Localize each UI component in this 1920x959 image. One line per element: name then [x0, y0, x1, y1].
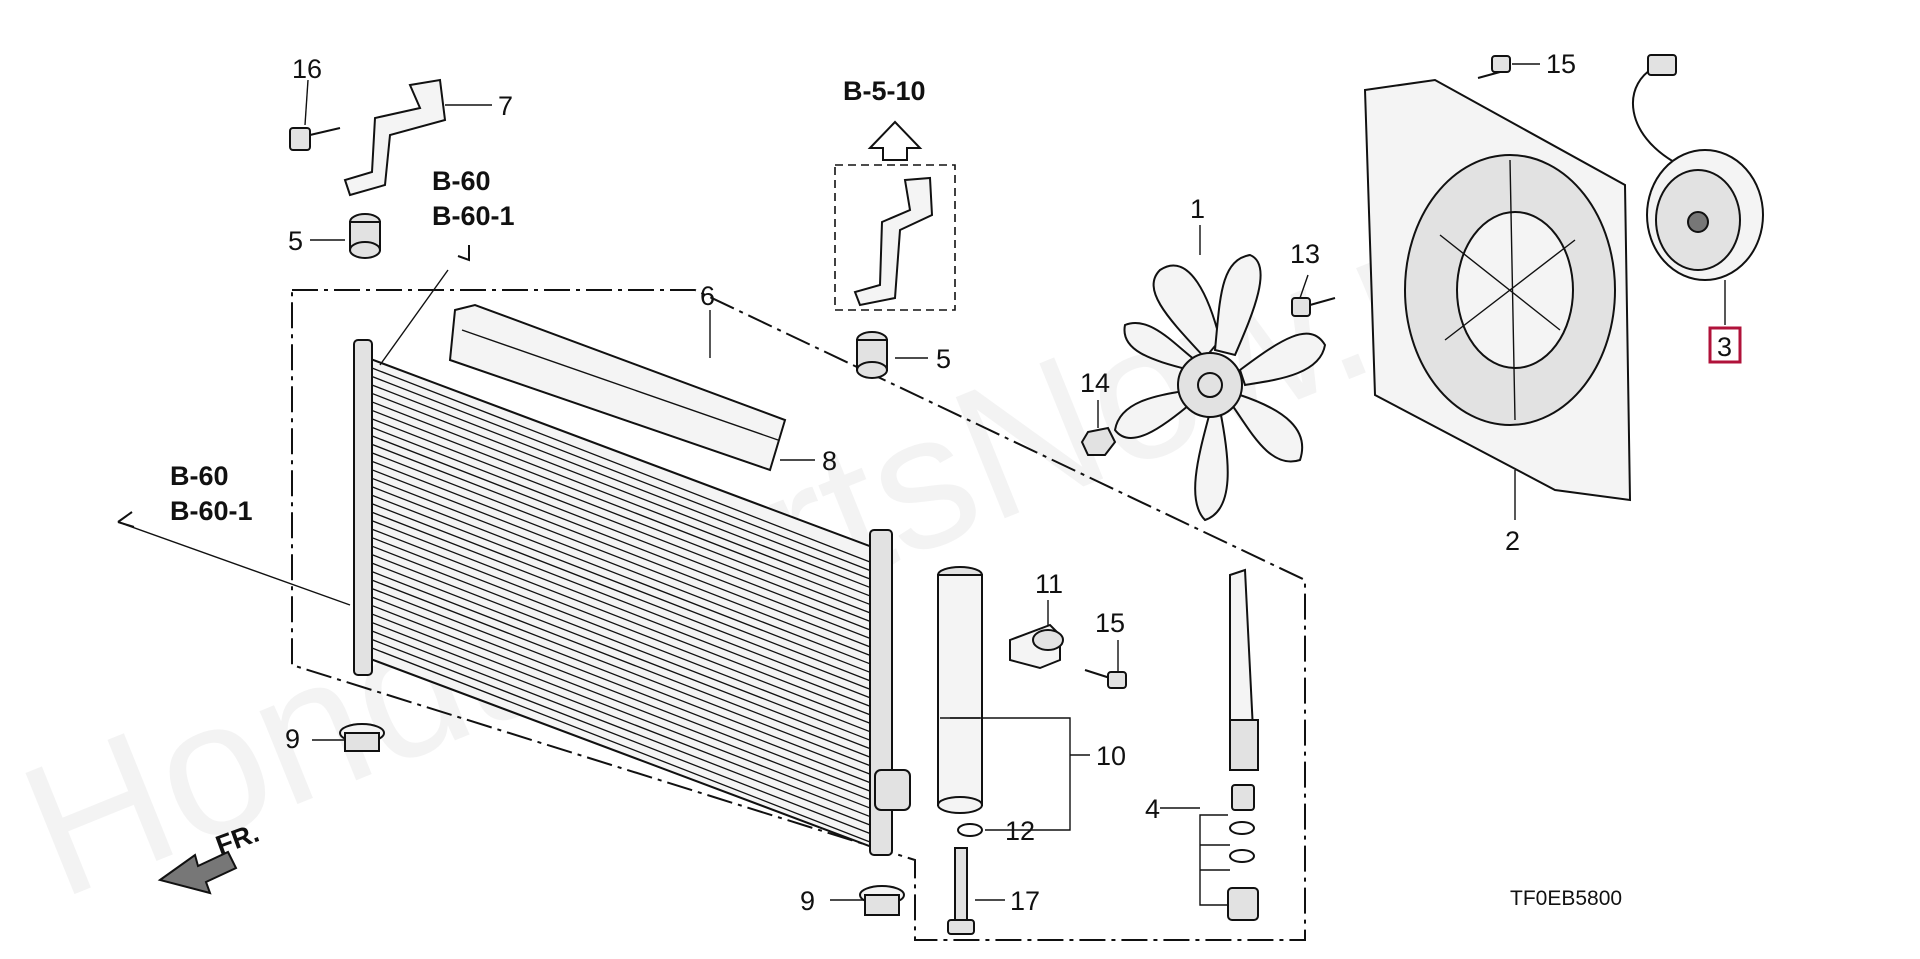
part-16-bolt[interactable]: [289, 127, 341, 151]
callout-14: 14: [1080, 368, 1110, 398]
condenser-fin: [371, 375, 871, 572]
callout-5-top: 5: [288, 226, 303, 256]
part-15-bolt-top[interactable]: [1477, 55, 1511, 79]
condenser-fin: [371, 545, 871, 741]
callout-10: 10: [1096, 741, 1126, 771]
condenser-fin: [371, 528, 871, 724]
ref-b60-left[interactable]: B-60: [170, 461, 229, 491]
highlight-box-part-3[interactable]: [1708, 326, 1742, 364]
condenser-fin: [371, 562, 871, 758]
condenser-fin: [371, 630, 871, 826]
part-6-condenser[interactable]: [353, 339, 911, 856]
condenser-fin: [371, 503, 871, 699]
condenser-fin: [371, 579, 871, 775]
condenser-fin: [371, 621, 871, 818]
part-3-motor[interactable]: [1631, 54, 1764, 281]
bracket-ref-outline: [834, 164, 956, 311]
callout-17: 17: [1010, 886, 1040, 916]
leader-lines: [117, 63, 1726, 906]
callout-9-left: 9: [285, 724, 300, 754]
condenser-fin: [371, 588, 871, 784]
callout-1: 1: [1190, 194, 1205, 224]
condenser-fin: [371, 477, 871, 673]
callout-7: 7: [498, 91, 513, 121]
callout-11: 11: [1035, 569, 1063, 599]
condenser-fin: [371, 554, 871, 750]
condenser-fin: [371, 392, 871, 589]
condenser-fin: [371, 604, 871, 801]
condenser-fin: [371, 443, 871, 639]
callout-6: 6: [700, 281, 715, 311]
callout-16: 16: [292, 54, 322, 84]
bracket-b-5-10: [853, 176, 934, 307]
part-4-desiccant-kit[interactable]: [1227, 568, 1259, 921]
condenser-fin: [371, 469, 871, 665]
condenser-fin: [371, 571, 871, 767]
condenser-fin: [371, 596, 871, 792]
ref-b60-1-left[interactable]: B-60-1: [170, 496, 253, 526]
callout-5-mid: 5: [936, 344, 951, 374]
condenser-fin: [371, 486, 871, 682]
condenser-fin: [371, 435, 871, 631]
up-arrow-icon: [867, 120, 923, 161]
condenser-fin: [371, 367, 871, 563]
part-12-o-ring[interactable]: [957, 823, 983, 837]
condenser-fin: [371, 384, 871, 580]
part-9-mount-bottom[interactable]: [859, 885, 905, 916]
callout-8: 8: [822, 446, 837, 476]
condenser-fin: [371, 494, 871, 690]
ref-b60-top[interactable]: B-60: [432, 166, 491, 196]
condenser-fin: [371, 418, 871, 614]
part-5-grommet-mid[interactable]: [856, 331, 888, 379]
condenser-fin: [371, 647, 871, 843]
part-9-mount-left[interactable]: [339, 723, 385, 752]
condenser-fin: [371, 520, 871, 716]
callout-9-bottom: 9: [800, 886, 815, 916]
part-17-bolt[interactable]: [947, 847, 975, 935]
condenser-fin: [371, 460, 871, 656]
condenser-fin: [371, 511, 871, 707]
condenser-fin: [371, 426, 871, 622]
part-11-bracket[interactable]: [1009, 623, 1064, 670]
callout-15-top: 15: [1546, 49, 1576, 79]
condenser-fin: [371, 613, 871, 809]
ref-b-5-10[interactable]: B-5-10: [843, 76, 926, 106]
part-10-receiver[interactable]: [937, 566, 983, 814]
condenser-fin: [371, 537, 871, 733]
condenser-fin: [371, 409, 871, 606]
diagram-code: TF0EB5800: [1510, 887, 1622, 910]
part-5-grommet-top[interactable]: [349, 213, 381, 259]
callout-2: 2: [1505, 526, 1520, 556]
callout-15-bottom: 15: [1095, 608, 1125, 638]
part-8-seal[interactable]: [448, 303, 787, 472]
condenser-fin: [371, 452, 871, 648]
part-13-bolt[interactable]: [1291, 297, 1336, 317]
callout-4: 4: [1145, 794, 1160, 824]
ref-b60-1-top[interactable]: B-60-1: [432, 201, 515, 231]
condenser-group-outline: [291, 289, 1306, 941]
part-14-nut[interactable]: [1080, 426, 1117, 456]
part-2-shroud[interactable]: [1363, 78, 1632, 502]
condenser-fin: [371, 638, 871, 835]
callout-13: 13: [1290, 239, 1320, 269]
callout-3[interactable]: 3: [1717, 332, 1732, 362]
part-7-bracket[interactable]: [343, 78, 447, 197]
part-1-fan[interactable]: [1113, 253, 1327, 522]
condenser-fin: [371, 401, 871, 597]
front-direction-arrow: [157, 850, 238, 895]
part-15-bolt-bottom[interactable]: [1084, 669, 1127, 689]
callout-12: 12: [1005, 816, 1035, 846]
